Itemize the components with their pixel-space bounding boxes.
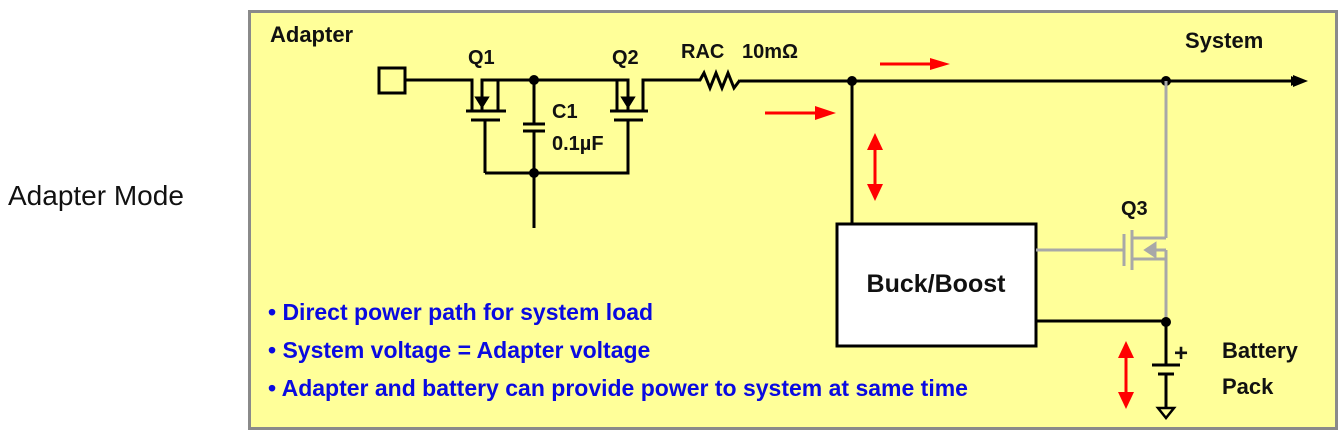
c1-label: C1 [552,101,578,123]
system-label: System [1185,28,1263,53]
c1-capacitor-icon [523,80,545,228]
flow-arrow-right-icon [880,58,950,70]
wire-gates [485,120,630,175]
c1-value: 0.1µF [552,133,604,155]
adapter-terminal [377,66,407,95]
battery-plus-label: + [1174,340,1188,367]
q2-mosfet-icon [610,78,682,122]
battery-icon [1152,322,1180,421]
rac-resistor-icon [682,68,742,93]
bullet-item: • Direct power path for system load [268,299,653,325]
q1-label: Q1 [468,47,495,69]
buck-boost-converter [835,222,1038,348]
bullet-item: • Adapter and battery can provide power … [268,375,968,401]
mode-label: Adapter Mode [8,180,184,211]
system-output-arrow-icon [1293,75,1308,87]
rac-label: RAC [681,41,724,63]
flow-arrow-bidirectional-icon [867,133,883,201]
battery-label-line1: Battery [1222,338,1299,363]
battery-label-line2: Pack [1222,374,1274,399]
q3-mosfet-icon [1036,81,1168,321]
converter-label: Buck/Boost [867,270,1007,298]
flow-arrow-right-icon [765,106,836,120]
wire-adapter-q1 [405,78,474,110]
adapter-label: Adapter [270,22,354,47]
flow-arrow-bidirectional-icon [1118,341,1134,409]
bullet-item: • System voltage = Adapter voltage [268,337,650,363]
q3-label: Q3 [1121,198,1148,220]
q2-label: Q2 [612,47,639,69]
q1-mosfet-icon [466,78,506,173]
rac-value: 10mΩ [742,41,798,63]
